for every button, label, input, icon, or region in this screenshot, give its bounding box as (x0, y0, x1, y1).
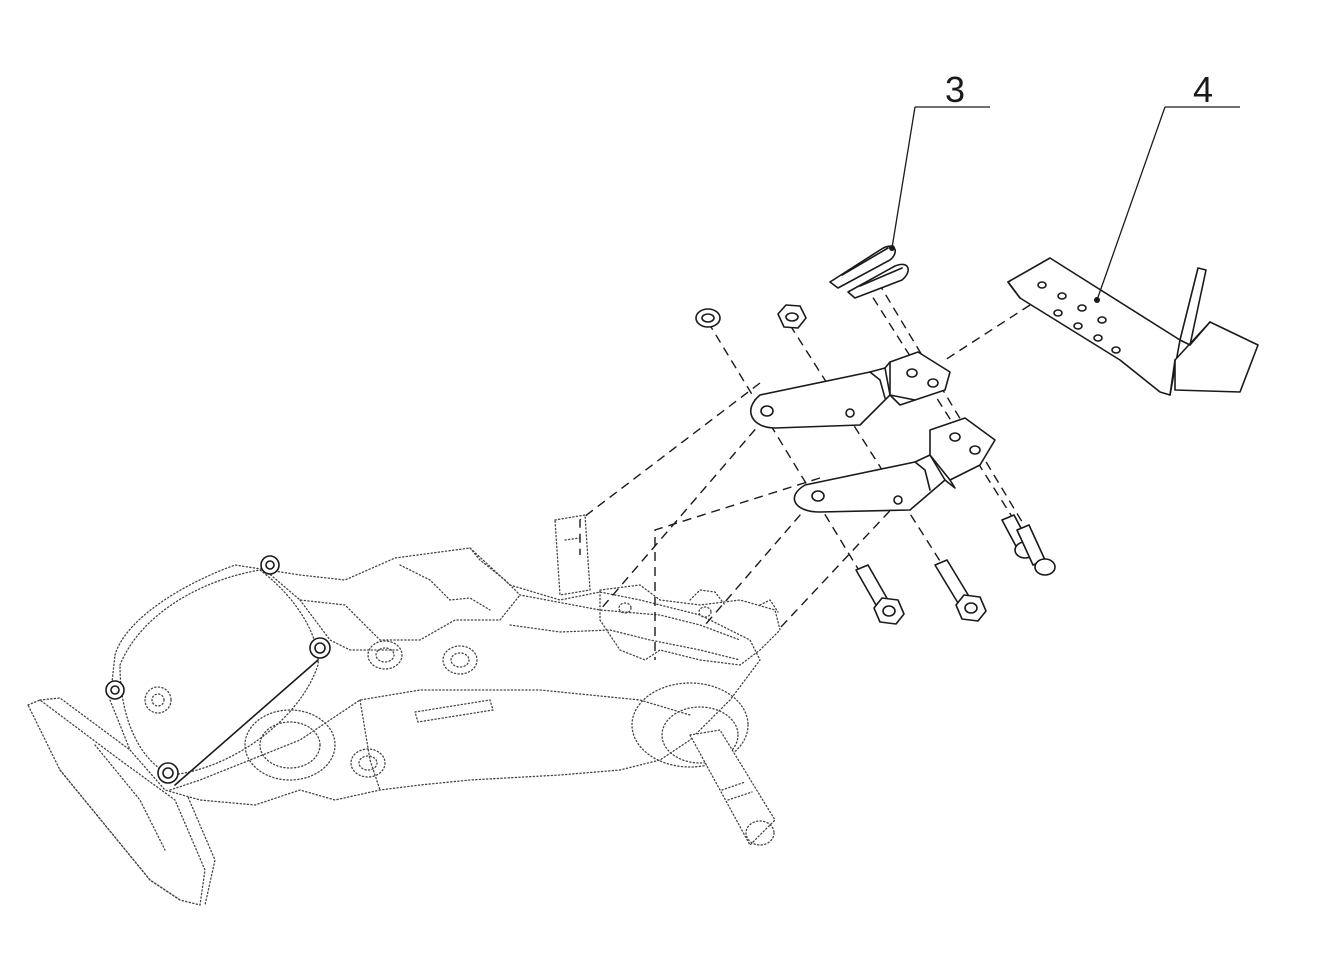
hex-nut (777, 304, 807, 329)
callout-4: 4 (1096, 69, 1240, 301)
assembly-centerlines (579, 281, 1046, 660)
gearbox-housing (27, 514, 781, 906)
housing-body (109, 547, 761, 806)
lower-bracket (793, 417, 996, 513)
bolt-lower-left (855, 564, 905, 625)
callout-3-label: 3 (945, 69, 965, 110)
guard-plate-part-4 (1007, 257, 1259, 396)
bolt-lower-middle (934, 559, 987, 622)
callout-4-label: 4 (1193, 69, 1213, 110)
mounting-foot (27, 699, 206, 906)
flange-washer (695, 308, 721, 328)
bolt-right-2 (1016, 524, 1056, 576)
housing-bolts (105, 555, 331, 784)
callout-3: 3 (891, 69, 990, 249)
split-pin-part-3 (829, 245, 909, 299)
upper-bracket (749, 351, 951, 429)
